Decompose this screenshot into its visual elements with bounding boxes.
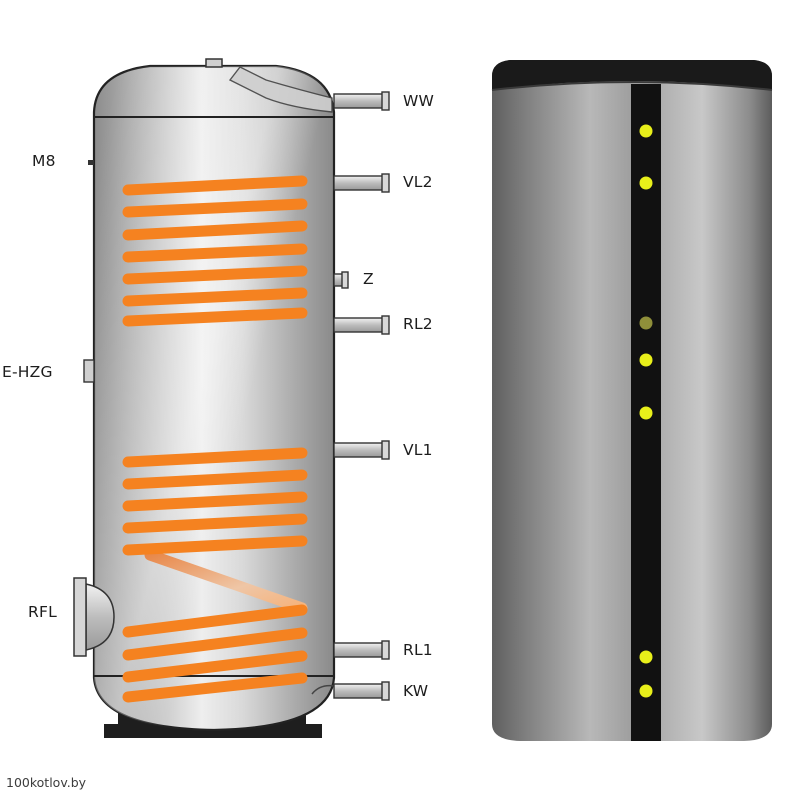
- tank-jacketed: [491, 60, 773, 741]
- fitting-e-hzg: [83, 359, 95, 383]
- pipe-kw: [333, 681, 390, 701]
- connection-pipes: [333, 91, 390, 701]
- pipe-vl1: [333, 440, 390, 460]
- label-e-hzg: E-HZG: [2, 363, 53, 381]
- label-vl2: VL2: [403, 173, 433, 191]
- tank-cutaway: [73, 58, 390, 738]
- jacket-top-rim: [492, 60, 772, 90]
- jacket-dots: [639, 124, 653, 698]
- lower-coil: [122, 447, 308, 703]
- label-kw: KW: [403, 682, 429, 700]
- label-ww: WW: [403, 92, 435, 110]
- watermark: 100kotlov.by: [6, 775, 87, 790]
- ww-internal-pipe: [228, 66, 333, 113]
- pipe-rl1: [333, 640, 390, 660]
- pipe-rl2: [333, 315, 390, 335]
- flange-rfl: [73, 577, 115, 657]
- pipe-ww: [333, 91, 390, 111]
- pipe-vl2: [333, 173, 390, 193]
- label-z: Z: [363, 270, 374, 288]
- label-rfl: RFL: [28, 603, 57, 621]
- upper-coil: [122, 175, 308, 327]
- pipe-z: [333, 271, 349, 289]
- fitting-m8: [88, 160, 94, 165]
- label-vl1: VL1: [403, 441, 433, 459]
- label-m8: M8: [32, 152, 56, 170]
- kw-internal-pipe: [311, 684, 335, 695]
- top-nub: [205, 58, 223, 68]
- label-rl2: RL2: [403, 315, 433, 333]
- label-rl1: RL1: [403, 641, 433, 659]
